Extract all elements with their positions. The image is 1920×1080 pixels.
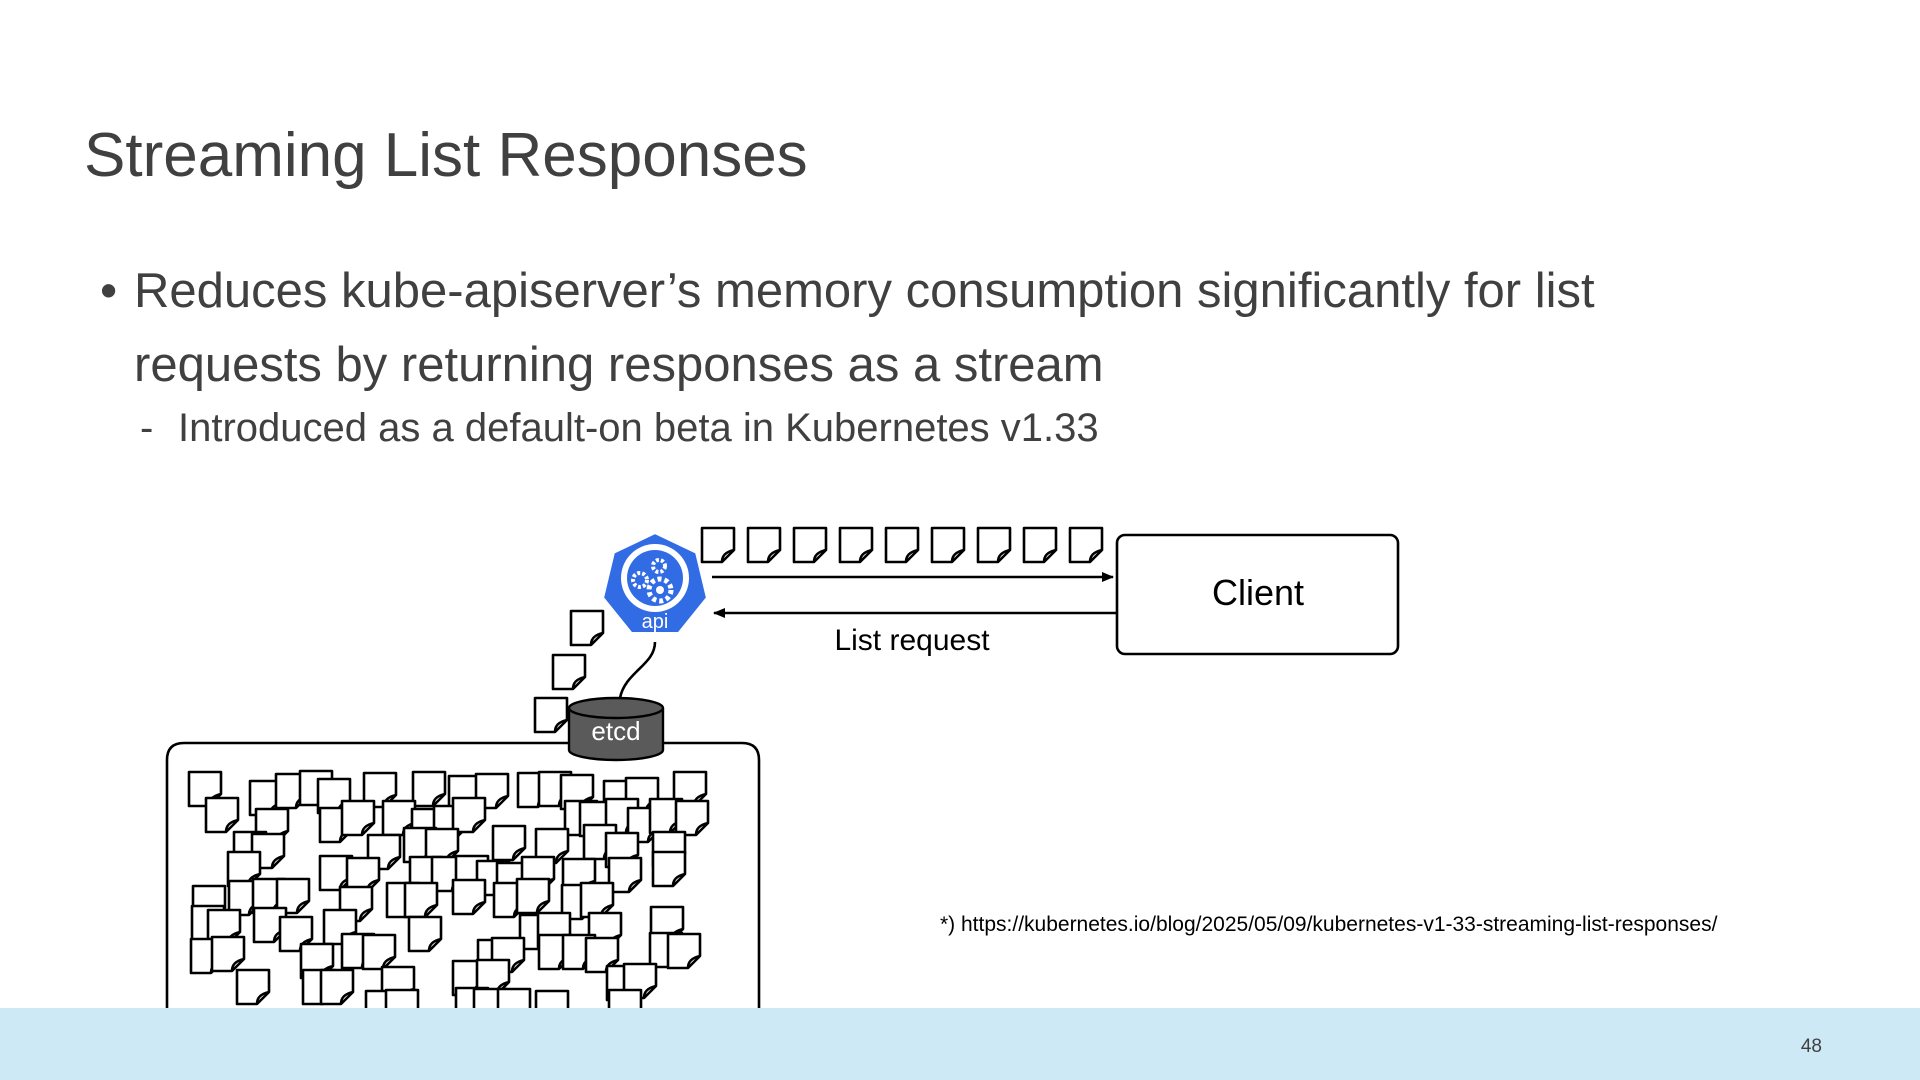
document-icon — [792, 526, 828, 564]
document-icon — [451, 878, 487, 916]
api-label: api — [642, 611, 669, 633]
document-icon — [1068, 526, 1104, 564]
document-icon — [976, 526, 1012, 564]
footer-bar — [0, 1008, 1920, 1080]
etcd-label: etcd — [591, 716, 640, 746]
document-icon — [746, 526, 782, 564]
document-icon — [674, 799, 710, 837]
document-icon — [666, 932, 702, 970]
bullet-dot-icon: • — [100, 264, 118, 318]
stored-objects — [187, 769, 710, 1027]
streamed-objects — [700, 526, 1104, 564]
document-icon — [930, 526, 966, 564]
document-icon — [319, 968, 355, 1006]
kubernetes-api-server-icon: api — [600, 530, 710, 636]
footnote-url[interactable]: *) https://kubernetes.io/blog/2025/05/09… — [940, 913, 1718, 936]
document-icon — [700, 526, 736, 564]
document-icon — [1022, 526, 1058, 564]
sub-bullet-text: Introduced as a default-on beta in Kuber… — [178, 406, 1099, 450]
document-icon — [340, 799, 376, 837]
main-bullet: • Reduces kube-apiserver’s memory consum… — [100, 254, 1720, 402]
etcd-storage-box — [165, 741, 761, 1008]
document-icon — [515, 877, 551, 915]
client-label: Client — [1212, 572, 1304, 613]
document-icon — [451, 796, 487, 834]
document-icon — [403, 881, 439, 919]
slide-title: Streaming List Responses — [84, 121, 808, 190]
page-number: 48 — [1800, 1036, 1822, 1057]
main-bullet-text: Reduces kube-apiserver’s memory consumpt… — [134, 264, 1595, 392]
document-icon — [651, 850, 687, 888]
document-icon — [569, 609, 605, 647]
document-icon — [533, 696, 569, 734]
document-icon — [361, 933, 397, 971]
document-icon — [210, 935, 246, 973]
document-icon — [884, 526, 920, 564]
document-icon — [235, 968, 271, 1006]
document-icon — [407, 915, 443, 953]
document-icon — [838, 526, 874, 564]
list-request-label: List request — [834, 624, 990, 657]
etcd-database-icon: etcd — [567, 696, 665, 762]
api-etcd-connector — [618, 641, 657, 699]
document-icon — [491, 824, 527, 862]
dash-icon: - — [140, 406, 154, 450]
document-icon — [204, 796, 240, 834]
client-box — [1115, 533, 1400, 656]
document-icon — [411, 770, 447, 808]
sub-bullet: - Introduced as a default-on beta in Kub… — [140, 402, 1099, 454]
document-icon — [551, 653, 587, 691]
